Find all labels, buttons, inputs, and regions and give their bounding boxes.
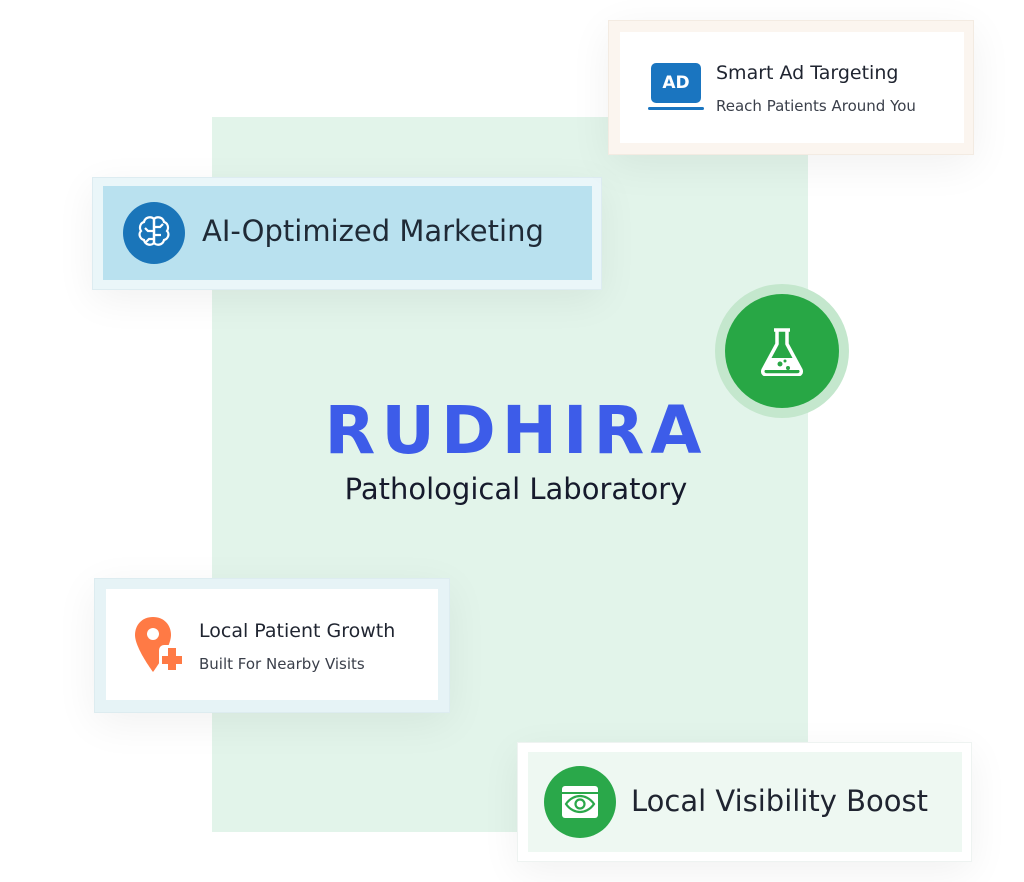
location-plus-icon — [133, 615, 189, 675]
brain-icon — [123, 202, 185, 264]
brand-name: RUDHIRA — [324, 392, 708, 469]
brand-subtitle: Pathological Laboratory — [344, 472, 688, 506]
card-subtitle: Reach Patients Around You — [716, 97, 916, 115]
flask-icon — [725, 294, 839, 408]
card-subtitle: Built For Nearby Visits — [199, 655, 365, 673]
card-title: Local Visibility Boost — [631, 784, 928, 818]
card-title: AI-Optimized Marketing — [202, 214, 544, 248]
browser-eye-icon — [544, 766, 616, 838]
card-title: Smart Ad Targeting — [716, 62, 899, 84]
ad-icon-label: AD — [651, 63, 701, 103]
card-title: Local Patient Growth — [199, 620, 396, 642]
ad-icon: AD — [648, 63, 704, 113]
